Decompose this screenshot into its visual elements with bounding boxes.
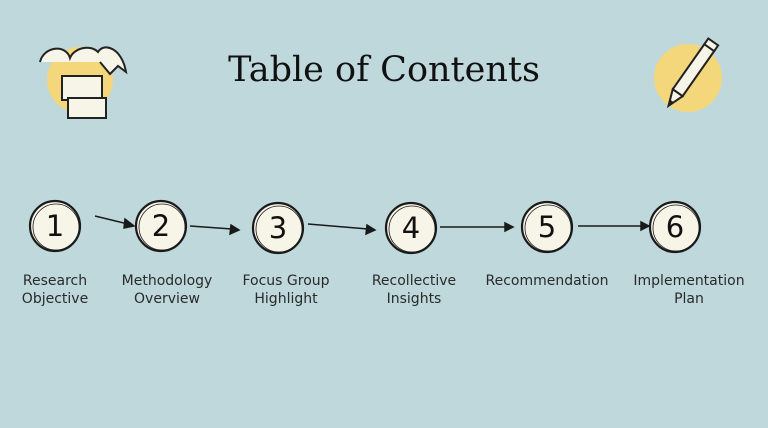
- step-number-3: 3: [269, 211, 287, 245]
- step-label-4-line1: Recollective: [371, 273, 457, 289]
- step-label-3-line1: Focus Group: [242, 273, 330, 289]
- step-number-5: 5: [538, 210, 556, 244]
- step-circle-6: 6: [648, 200, 702, 254]
- step-number-2: 2: [152, 209, 170, 243]
- arrow-2-3: [189, 223, 241, 236]
- step-circle-2: 2: [134, 199, 188, 253]
- step-label-6-line2: Plan: [674, 291, 704, 307]
- plant-box-icon: [39, 46, 128, 119]
- arrow-5-6: [578, 220, 651, 232]
- step-label-3-line2: Highlight: [254, 291, 318, 307]
- arrow-1-2: [94, 215, 136, 229]
- step-label-4: Recollective Insights: [344, 272, 484, 308]
- step-circle-5: 5: [520, 200, 574, 254]
- step-label-4-line2: Insights: [386, 291, 442, 307]
- step-label-5-line1: Recommendation: [485, 273, 609, 289]
- step-circle-3: 3: [251, 201, 305, 255]
- step-label-1: Research Objective: [0, 272, 125, 308]
- step-label-1-line1: Research: [22, 273, 88, 289]
- step-label-2-line1: Methodology: [121, 273, 213, 289]
- step-label-6-line1: Implementation: [633, 273, 745, 289]
- step-label-2-line2: Overview: [134, 291, 200, 307]
- pencil-icon: [654, 37, 722, 112]
- step-number-6: 6: [666, 210, 684, 244]
- step-label-2: Methodology Overview: [97, 272, 237, 308]
- arrow-3-4: [307, 223, 377, 236]
- step-label-5: Recommendation: [477, 272, 617, 290]
- step-label-3: Focus Group Highlight: [216, 272, 356, 308]
- step-number-1: 1: [46, 209, 64, 243]
- step-number-4: 4: [402, 211, 420, 245]
- step-circle-4: 4: [384, 201, 438, 255]
- step-label-1-line2: Objective: [21, 291, 89, 307]
- step-circle-1: 1: [28, 199, 82, 253]
- page-title: Table of Contents: [228, 50, 540, 90]
- step-label-6: Implementation Plan: [619, 272, 759, 308]
- arrow-4-5: [440, 221, 515, 233]
